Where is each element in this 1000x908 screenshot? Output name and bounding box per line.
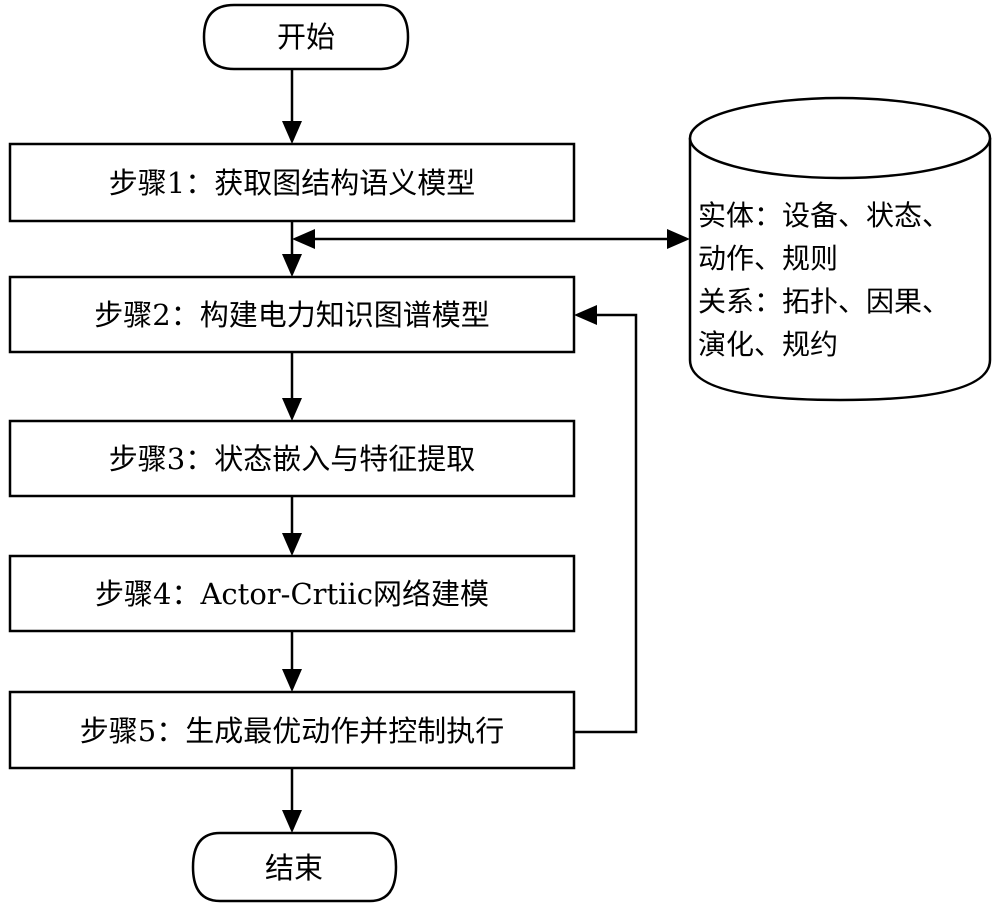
database-line-1: 实体：设备、状态、: [698, 199, 950, 232]
start-label: 开始: [277, 20, 335, 54]
step-box-5: 步骤5：生成最优动作并控制执行: [8, 690, 576, 770]
arrow-step2-to-step3: [282, 352, 302, 421]
database-line-4: 演化、规约: [698, 328, 838, 361]
end-terminator: 结束: [191, 831, 398, 903]
arrow-step5-to-end: [282, 768, 302, 833]
step-box-4: 步骤4：Actor-Crtiic网络建模: [8, 554, 576, 633]
step-label-1: 步骤1：获取图结构语义模型: [109, 166, 475, 200]
step-box-2: 步骤2：构建电力知识图谱模型: [8, 275, 576, 354]
arrow-database-link: [292, 229, 690, 249]
knowledge-database: 实体：设备、状态、 动作、规则 关系：拓扑、因果、 演化、规约: [688, 96, 992, 402]
step-label-2: 步骤2：构建电力知识图谱模型: [94, 298, 489, 332]
database-line-2: 动作、规则: [698, 242, 838, 275]
step-box-1: 步骤1：获取图结构语义模型: [8, 142, 576, 223]
step-box-3: 步骤3：状态嵌入与特征提取: [8, 419, 576, 498]
arrow-step1-to-step2: [282, 221, 302, 277]
step-label-5: 步骤5：生成最优动作并控制执行: [80, 714, 504, 748]
step-label-4: 步骤4：Actor-Crtiic网络建模: [95, 577, 489, 611]
arrow-start-to-step1: [282, 69, 302, 144]
database-line-3: 关系：拓扑、因果、: [698, 285, 950, 318]
end-label: 结束: [265, 851, 323, 885]
arrow-step3-to-step4: [282, 496, 302, 556]
arrow-feedback-step5-to-step2: [574, 305, 638, 734]
start-terminator: 开始: [202, 3, 410, 71]
step-label-3: 步骤3：状态嵌入与特征提取: [109, 442, 475, 476]
arrow-step4-to-step5: [282, 631, 302, 692]
